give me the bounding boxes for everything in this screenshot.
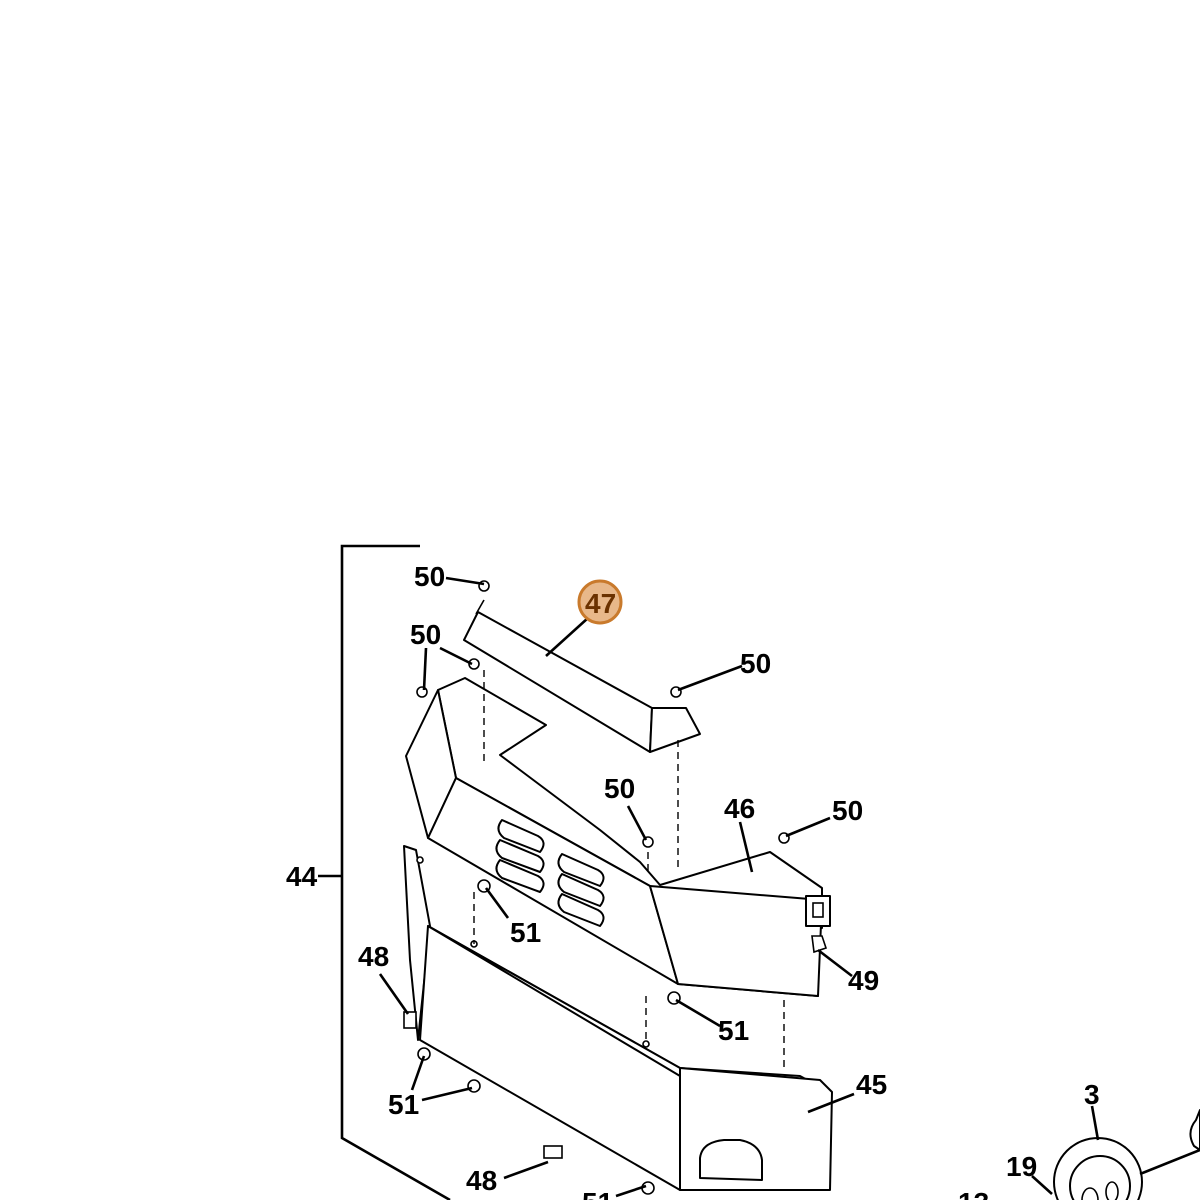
alignment-lines <box>473 670 785 1070</box>
callout-50-e[interactable]: 50 <box>832 795 863 826</box>
wheel-part-3[interactable] <box>1053 1109 1200 1200</box>
callout-3[interactable]: 3 <box>1084 1079 1100 1110</box>
callout-49[interactable]: 49 <box>848 965 879 996</box>
callout-48-b[interactable]: 48 <box>466 1165 497 1196</box>
callout-50-a[interactable]: 50 <box>414 561 445 592</box>
highlight-marker <box>577 579 623 625</box>
assembly-bracket-44 <box>318 544 451 1200</box>
callout-47[interactable]: 47 <box>585 588 616 619</box>
callout-50-d[interactable]: 50 <box>604 773 635 804</box>
callout-51-b[interactable]: 51 <box>718 1015 749 1046</box>
part-46-upper-panel[interactable] <box>405 677 831 997</box>
callout-44[interactable]: 44 <box>286 861 318 892</box>
callout-48-a[interactable]: 48 <box>358 941 389 972</box>
part-47-trim-strip[interactable] <box>463 599 701 753</box>
callout-13[interactable]: 13 <box>958 1187 989 1200</box>
callout-46[interactable]: 46 <box>724 793 755 824</box>
callout-51-d[interactable]: 51 <box>582 1187 613 1200</box>
callout-51-a[interactable]: 51 <box>510 917 541 948</box>
callout-50-c[interactable]: 50 <box>740 648 771 679</box>
callout-45[interactable]: 45 <box>856 1069 887 1100</box>
callout-50-b[interactable]: 50 <box>410 619 441 650</box>
fasteners <box>403 580 828 1195</box>
part-45-lower-panel[interactable] <box>403 845 833 1191</box>
leader-lines <box>378 576 1100 1198</box>
callout-19[interactable]: 19 <box>1006 1151 1037 1182</box>
callout-labels: 44 47 50 50 50 50 50 46 51 49 48 51 45 5… <box>286 561 1100 1200</box>
vent-slots <box>495 819 605 927</box>
callout-51-c[interactable]: 51 <box>388 1089 419 1120</box>
